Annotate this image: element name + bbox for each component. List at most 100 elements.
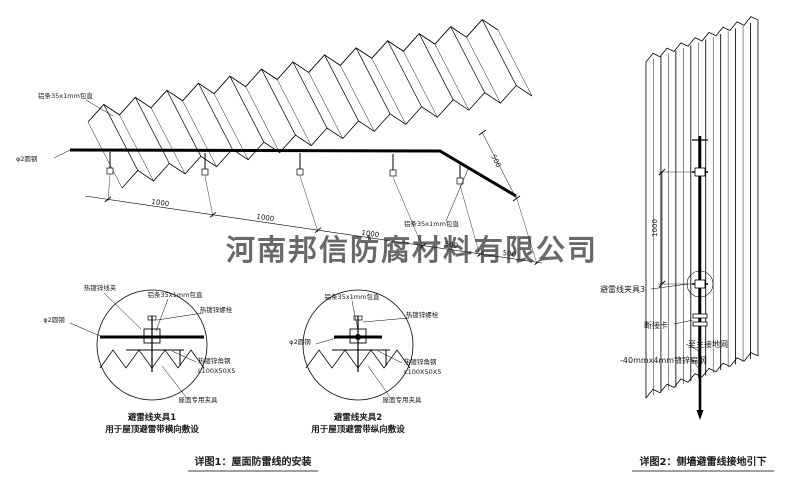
disconnect-card-plate [692,321,708,327]
leader-line [156,312,204,321]
roof-ridge-line [261,68,296,136]
dim-tick [658,280,666,288]
ground-arrow [696,410,704,420]
wall-down-conductor: 1000 避雷线夹具3 断接卡 至主接地网 -40mmx4mm镀锌扁钢 [600,136,728,420]
clamp1-title: 避雷线夹具1 [128,412,177,423]
roof-valley-line [466,36,501,104]
leader-line [85,99,114,117]
roof-valley-line [434,44,470,111]
dim-tick [104,196,112,203]
leader-line [161,365,187,398]
dim-tick [478,129,487,136]
leader-line [691,358,702,373]
extension-line [459,184,481,257]
leader-line [377,350,403,364]
clamp-base [106,167,114,175]
label-bolt: 热镀锌螺栓 [406,310,439,319]
dim-tick [314,227,322,234]
clamp-detail-2: 铝条35x1mm包直 热镀锌螺栓 φ2圆钢 热镀锌角钢 L100X50X5 屋面… [289,289,441,435]
label-wire-clip: 热镀锌线夹 [84,283,117,292]
extension-line [107,174,111,202]
roof-ridge-line [198,83,233,150]
roof-ridge-line [166,90,202,157]
roof-valley-line [497,29,533,97]
roof-valley-line [87,121,123,189]
wall-top-edge [645,16,759,63]
roof-ridge-line [418,33,454,100]
dim-label-1000-c: 1000 [361,229,380,239]
dimension-ticks [104,196,541,266]
roof-ridge-line [103,104,139,171]
label-to-ground-grid: 至主接地网 [688,339,728,349]
wall-corrugated-sheet [645,16,759,399]
bolt-nut [147,315,157,321]
detail2-caption: 详图2：侧墙避雷线接地引下 [640,455,767,468]
leader-line [362,317,410,323]
label-clamp3: 避雷线夹具3 [600,284,645,294]
roof-ridge-line [387,40,422,107]
dim-label-1000-wall: 1000 [651,219,659,237]
wall-clamp-plate [694,279,706,289]
label-aluminum-strip: 铝条35x1mm包直 [148,290,203,299]
leader-line [103,292,142,330]
leader-line [69,322,101,337]
roof-ridge-line [134,97,170,164]
roof-ridge-line [324,54,359,122]
label-flat-steel: -40mmx4mm镀锌扁钢 [620,355,706,365]
dim-label-500-a: 500 [444,240,458,250]
label-round-steel: φ2圆钢 [43,316,65,324]
bolt-nut [353,315,363,321]
leader-line [155,298,169,332]
extension-line [392,176,424,249]
clamp1-subtitle: 用于屋顶避雷带横向敷设 [104,424,199,435]
roof-far-edge [87,18,499,123]
roof-valley-line [119,114,154,182]
dim-label-1000-b: 1000 [256,213,275,223]
label-roof-clamp: 屋面专用夹具 [383,395,423,404]
roof-corrugated-sheet [87,18,533,189]
dim-tick [209,211,217,218]
extension-line [204,175,214,218]
extension-line [299,175,319,233]
label-roof-clamp: 屋面专用夹具 [179,395,219,404]
detail1-caption: 详图1：屋面防雷线的安装 [195,455,312,468]
dim-tick [534,259,541,266]
extension-lines [107,174,538,265]
dim-label-500-side: 500 [489,153,502,169]
label-angle-steel: 热镀锌角钢 [404,357,437,366]
dim-label-1000-a: 1000 [151,198,170,208]
roof-ridge-line [450,26,486,93]
label-angle-size: L100X50X5 [404,368,441,376]
dim-tick [512,195,521,202]
label-round-steel: φ2圆钢 [289,338,311,346]
leader-line [351,300,359,331]
roof-valley-line [245,86,280,153]
label-disconnect-card: 断接卡 [644,320,668,330]
label-aluminum-strip-top: 铝条35x1mm包直 [38,91,93,100]
clamp-base [296,168,304,176]
clamp-detail-1: 热镀锌线夹 铝条35x1mm包直 热镀锌螺栓 φ2圆钢 热镀锌角钢 L100X5… [43,283,235,435]
extension-line [515,195,538,265]
label-round-steel-roof: φ2圆钢 [16,155,38,163]
roof-valley-line [403,51,438,118]
clamp-base [389,169,397,177]
label-bolt: 热镀锌螺栓 [200,305,233,314]
side-dimension-line [481,131,517,199]
leader-line [673,319,694,325]
clamp-base [201,168,209,176]
leader-line [650,283,689,290]
leader-line [445,168,469,222]
roof-wire-clamps [106,152,464,185]
roof-ridge-line [292,61,328,129]
roof-valley-line [213,93,249,160]
lightning-wire [69,148,517,198]
clamp2-subtitle: 用于屋顶避雷带纵向敷设 [310,424,405,435]
detail-circle [96,289,208,401]
wall-bottom-edge [645,352,759,399]
clamp2-title: 避雷线夹具2 [334,412,383,423]
label-aluminum-strip-bottom: 铝条35x1mm包直 [404,219,459,228]
roof-ridge-line [229,75,265,143]
leader-line [685,343,700,352]
